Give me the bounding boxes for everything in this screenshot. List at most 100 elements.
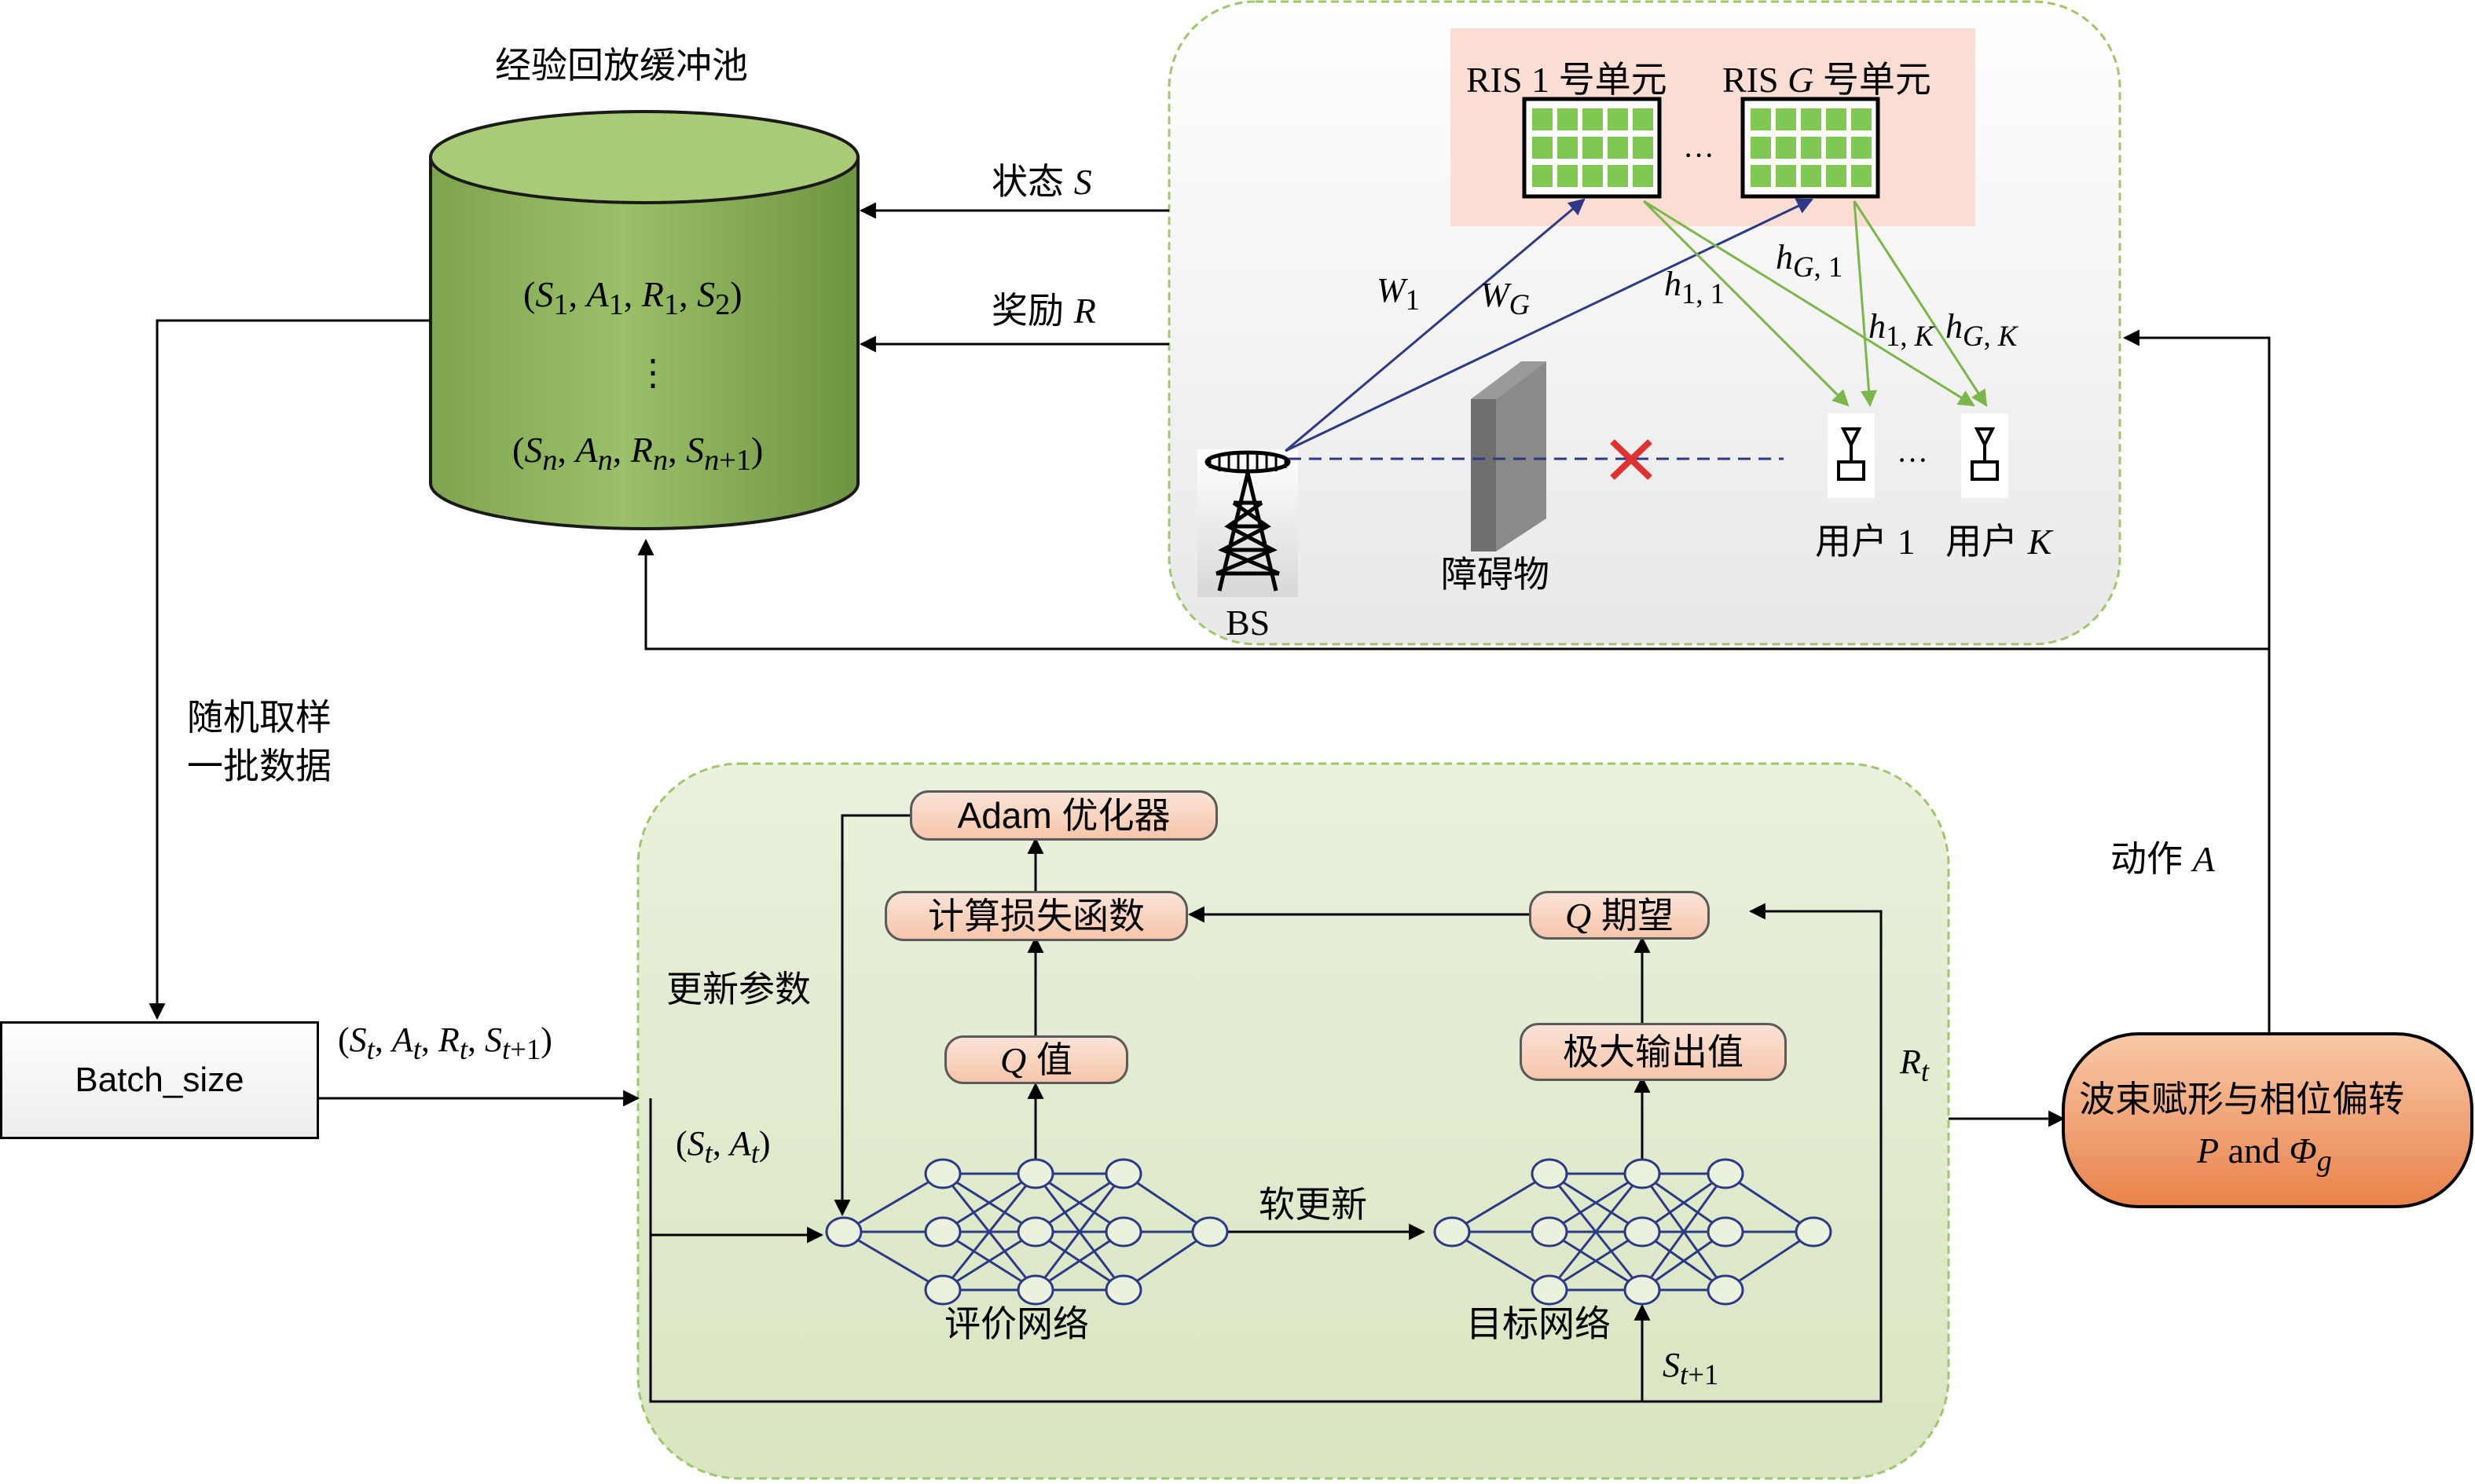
link-wg — [1285, 198, 1813, 453]
ris-element — [1801, 137, 1821, 159]
network-edge — [1641, 1173, 1727, 1291]
critic-network — [825, 1158, 1229, 1306]
ris-element — [1751, 137, 1771, 159]
network-edge — [1035, 1172, 1124, 1233]
obstacle-label: 障碍物 — [1441, 554, 1549, 595]
network-node — [1623, 1274, 1661, 1306]
target-network-label: 目标网络 — [1466, 1303, 1611, 1344]
st-at-label: (St, At) — [676, 1124, 771, 1169]
network-edge — [843, 1172, 944, 1233]
user-1-label: 用户 1 — [1815, 521, 1916, 562]
ris-1-panel-icon — [1522, 97, 1662, 199]
batch-bottom-line — [649, 903, 1883, 1403]
buffer-title: 经验回放缓冲池 — [495, 45, 748, 86]
random-sample-label-2: 一批数据 — [187, 746, 332, 786]
network-node — [1017, 1158, 1054, 1189]
sample-arrow — [148, 319, 431, 1020]
q-expectation-label: Q 期望 — [1564, 894, 1674, 936]
network-node — [1707, 1158, 1744, 1189]
ris-element — [1633, 165, 1653, 187]
soft-update-label: 软更新 — [1259, 1184, 1367, 1225]
network-edge — [1725, 1172, 1814, 1233]
ris-element — [1851, 108, 1872, 130]
hgk-label: hG, K — [1945, 307, 2018, 352]
network-edge — [942, 1230, 1036, 1292]
network-node — [1795, 1216, 1832, 1248]
h11-label: h1, 1 — [1664, 265, 1725, 310]
ris-1-label: RIS 1 号单元 — [1466, 59, 1667, 100]
network-node — [924, 1216, 962, 1248]
ris-element — [1532, 137, 1553, 159]
network-edge — [843, 1230, 944, 1292]
reward-label: 奖励 R — [992, 290, 1096, 331]
network-node — [1531, 1216, 1568, 1248]
action-label: 动作 A — [2110, 838, 2215, 879]
network-node — [1707, 1274, 1744, 1306]
network-node — [1105, 1158, 1142, 1189]
ris-element — [1608, 165, 1628, 187]
rt-label: Rt — [1900, 1042, 1930, 1087]
loss-function-box: 计算损失函数 — [885, 891, 1188, 941]
bs-label: BS — [1226, 603, 1270, 643]
network-node — [1623, 1216, 1661, 1248]
ris-element — [1776, 108, 1796, 130]
network-edge — [1123, 1230, 1211, 1292]
network-node — [1191, 1216, 1229, 1248]
ris-element — [1582, 165, 1603, 187]
q-value-label: Q 值 — [999, 1039, 1072, 1080]
ris-element — [1851, 165, 1872, 187]
network-edge — [1549, 1172, 1643, 1233]
ris-element — [1582, 108, 1603, 130]
network-node — [1433, 1216, 1471, 1248]
replay-buffer-cylinder — [429, 110, 860, 530]
ris-element — [1751, 165, 1771, 187]
user-k-terminal-icon — [1961, 413, 2008, 498]
buffer-ellipsis: ⋮ — [635, 353, 671, 393]
network-node — [1017, 1216, 1054, 1248]
update-params-label: 更新参数 — [666, 969, 811, 1009]
ris-g-label: RIS G 号单元 — [1722, 59, 1931, 100]
ris-element — [1557, 137, 1578, 159]
network-node — [1531, 1274, 1568, 1306]
network-edge — [941, 1173, 1037, 1291]
adam-optimizer-label: Adam 优化器 — [957, 795, 1171, 836]
network-edge — [1035, 1230, 1124, 1292]
link-h1k — [1643, 200, 1975, 407]
batch-size-box: Batch_size — [0, 1021, 319, 1139]
buffer-row-1: (S1, A1, R1, S2) — [523, 274, 742, 322]
user-k-label: 用户 K — [1945, 521, 2052, 562]
w1-label: W1 — [1377, 271, 1420, 316]
st1-label: St+1 — [1663, 1346, 1719, 1391]
ris-element — [1608, 137, 1628, 159]
network-edge — [1549, 1230, 1643, 1292]
ris-element — [1801, 108, 1821, 130]
link-hgk — [1853, 200, 1988, 407]
ris-element — [1801, 165, 1821, 187]
hg1-label: hG, 1 — [1776, 238, 1843, 283]
ris-element — [1826, 165, 1846, 187]
ris-element — [1751, 108, 1771, 130]
action-box-label-2: P and Φg — [2197, 1130, 2332, 1178]
network-edge — [1034, 1173, 1125, 1291]
ris-element — [1776, 137, 1796, 159]
ris-element — [1776, 165, 1796, 187]
network-node — [1105, 1216, 1142, 1248]
network-edge — [1451, 1172, 1550, 1233]
ris-element — [1826, 108, 1846, 130]
link-h11 — [1642, 200, 1850, 407]
action-box-label-1: 波束赋形与相位偏转 — [2079, 1079, 2404, 1119]
q-expectation-box: Q 期望 — [1529, 891, 1710, 940]
network-edge — [1725, 1230, 1814, 1292]
random-sample-label-1: 随机取样 — [187, 697, 332, 738]
ris-element — [1582, 137, 1603, 159]
network-edge — [1548, 1173, 1644, 1291]
max-output-box: 极大输出值 — [1520, 1023, 1787, 1081]
adam-optimizer-box: Adam 优化器 — [910, 790, 1218, 841]
action-to-env-arrow — [2122, 329, 2271, 1035]
ris-element — [1532, 108, 1553, 130]
network-edge — [1451, 1230, 1550, 1292]
critic-network-label: 评价网络 — [944, 1303, 1089, 1344]
ris-element — [1557, 165, 1578, 187]
state-label: 状态 S — [992, 161, 1092, 202]
